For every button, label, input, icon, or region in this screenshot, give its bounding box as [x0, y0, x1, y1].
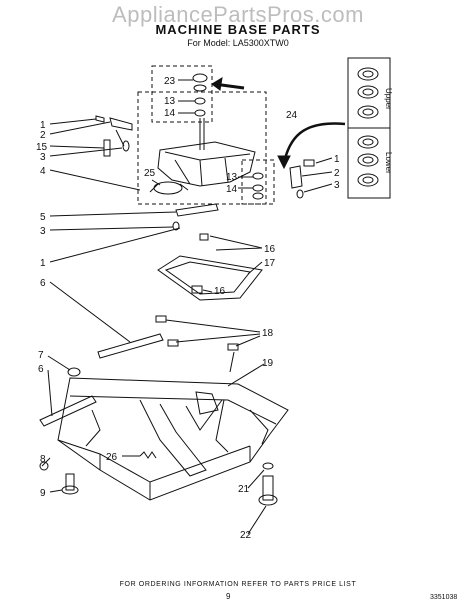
lower-label: Lower — [384, 152, 393, 174]
callout-26: 26 — [106, 452, 118, 463]
callout-6a: 6 — [40, 278, 46, 289]
callout-4: 4 — [40, 166, 46, 177]
callout-14a: 14 — [164, 108, 176, 119]
model-subtitle: For Model: LA5300XTW0 — [187, 38, 289, 48]
callout-18: 18 — [262, 328, 274, 339]
callout-19: 19 — [262, 358, 274, 369]
watermark: AppliancePartsPros.com — [112, 2, 364, 27]
washer-part-3a — [122, 140, 130, 152]
rail-part-6b — [39, 395, 97, 427]
gearcase-dashed-box — [137, 91, 267, 205]
document-code: 3351038 — [430, 594, 458, 601]
callout-15: 15 — [36, 142, 48, 153]
spring-part-26 — [139, 451, 157, 459]
callout-1c: 1 — [40, 258, 46, 269]
callout-2a: 2 — [40, 130, 46, 141]
clip-part-16a — [199, 233, 209, 241]
bracket-part-2b — [289, 165, 303, 189]
shelf-part-17 — [157, 255, 263, 301]
seal-part-23 — [192, 73, 208, 83]
foot-part-21 — [262, 462, 274, 470]
foot-part-8 — [39, 461, 49, 471]
callout-23: 23 — [164, 76, 176, 87]
page-title: MACHINE BASE PARTS — [155, 22, 321, 37]
upper-bearings — [357, 67, 379, 119]
clip-part-16b — [191, 285, 203, 294]
callout-21: 21 — [238, 484, 250, 495]
bearing-dashed-box — [241, 159, 275, 205]
arrow-24 — [282, 122, 346, 163]
callout-22: 22 — [240, 530, 252, 541]
bearing-part-14a — [194, 109, 206, 117]
callout-1b: 1 — [334, 154, 340, 165]
pin-part-15 — [103, 139, 111, 157]
callout-3a: 3 — [40, 152, 46, 163]
callout-16b: 16 — [214, 286, 226, 297]
callout-16a: 16 — [264, 244, 276, 255]
callout-2b: 2 — [334, 168, 340, 179]
clip-part-1b — [303, 159, 315, 167]
rail-part-6a — [97, 333, 164, 359]
washer-part-3c — [172, 221, 180, 231]
bar-part-5 — [175, 203, 219, 217]
callout-5: 5 — [40, 212, 46, 223]
machine-base-frame — [57, 377, 289, 501]
ordering-note: FOR ORDERING INFORMATION REFER TO PARTS … — [119, 581, 357, 588]
callout-3b: 3 — [334, 180, 340, 191]
callout-24: 24 — [286, 110, 298, 121]
callout-14b: 14 — [226, 184, 238, 195]
callout-1a: 1 — [40, 120, 46, 131]
gearcase — [157, 141, 256, 187]
callout-13a: 13 — [164, 96, 176, 107]
bearing-part-13a — [194, 97, 206, 105]
callout-25: 25 — [144, 168, 156, 179]
callout-8: 8 — [40, 454, 46, 465]
callout-3c: 3 — [40, 226, 46, 237]
clip-part-1a — [95, 115, 105, 123]
callout-9: 9 — [40, 488, 46, 499]
page-number: 9 — [226, 592, 231, 601]
clip-part-18a — [155, 315, 167, 323]
callout-6b: 6 — [38, 364, 44, 375]
lower-bearings — [357, 135, 379, 187]
upper-label: Upper — [384, 88, 393, 110]
washer-part-3b — [296, 189, 304, 199]
callout-17: 17 — [264, 258, 276, 269]
bracket-part-2a — [109, 117, 133, 131]
callout-13b: 13 — [226, 172, 238, 183]
upper-dashed-box — [151, 65, 213, 123]
foot-part-22 — [258, 494, 278, 506]
callout-7: 7 — [38, 350, 44, 361]
clip-part-7 — [67, 367, 81, 377]
